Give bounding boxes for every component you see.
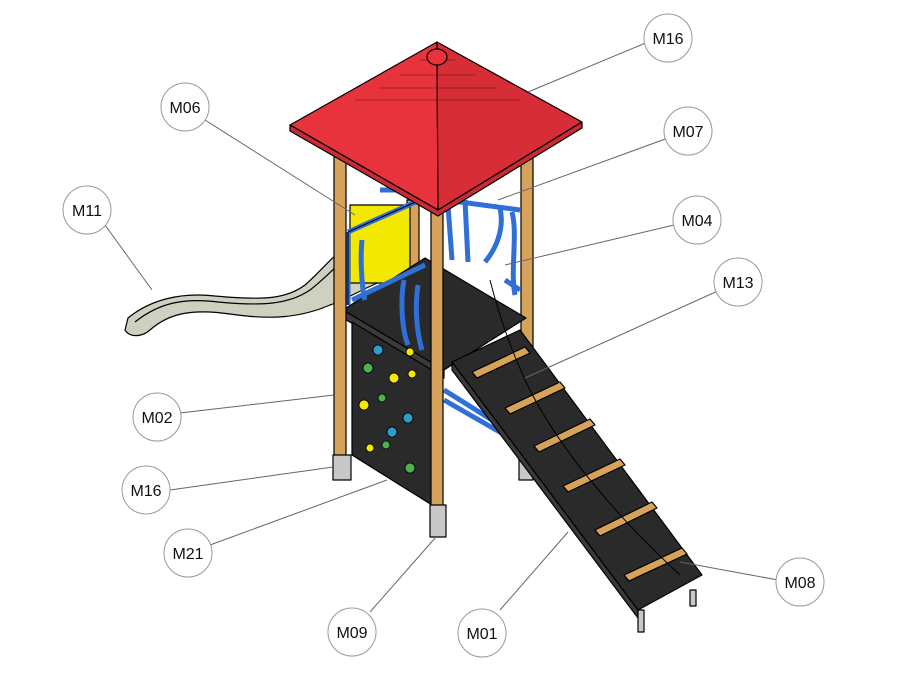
leader-m16-bottom — [169, 466, 334, 491]
leader-m06 — [204, 119, 356, 216]
callout-label: M01 — [466, 626, 497, 643]
rail-right — [444, 197, 522, 296]
callout-m11: M11 — [62, 185, 112, 235]
leader-m01 — [499, 531, 569, 611]
leader-m07 — [497, 137, 669, 201]
leader-m11 — [104, 224, 153, 291]
callout-label: M21 — [172, 546, 203, 563]
leader-m13 — [524, 289, 721, 379]
callout-m01: M01 — [457, 608, 507, 658]
post-foot-front-left — [332, 454, 352, 481]
ramp — [451, 329, 703, 633]
callout-label: M06 — [169, 100, 200, 117]
leader-lines — [104, 41, 779, 613]
roof-front-edge — [289, 121, 583, 217]
roof-finial — [426, 48, 448, 66]
callout-m04: M04 — [672, 195, 722, 245]
callout-label: M11 — [72, 203, 102, 220]
climbing-holds — [358, 344, 417, 474]
callout-label: M16 — [652, 31, 683, 48]
callout-m21: M21 — [163, 528, 213, 578]
tower-structure — [124, 41, 703, 633]
roof — [289, 41, 583, 217]
leader-m21 — [209, 479, 388, 546]
callout-m06: M06 — [160, 82, 210, 132]
callout-m16-bottom: M16 — [121, 465, 171, 515]
callout-m08: M08 — [775, 557, 825, 607]
callout-m09: M09 — [327, 607, 377, 657]
leader-m02 — [179, 394, 335, 414]
rail-left-outline — [347, 199, 421, 305]
ramp-foot-right — [689, 589, 697, 607]
leader-m04 — [504, 224, 675, 266]
callout-m16-top: M16 — [643, 13, 693, 63]
callouts: M16 M06 M07 M11 M04 M13 M02 M16 — [62, 13, 825, 658]
roof-left-face — [289, 41, 439, 211]
callout-label: M16 — [130, 483, 161, 500]
callout-m13: M13 — [713, 257, 763, 307]
callout-label: M04 — [681, 213, 712, 230]
post-front-left — [333, 154, 347, 466]
leader-m16-top — [527, 41, 649, 93]
callout-label: M02 — [141, 410, 172, 427]
leader-m09 — [369, 536, 437, 613]
leader-m08 — [679, 561, 779, 581]
post-front-right — [430, 209, 444, 511]
callout-label: M09 — [336, 625, 367, 642]
callout-m02: M02 — [132, 392, 182, 442]
roof-right-face — [436, 41, 583, 211]
callout-label: M07 — [672, 124, 703, 141]
rope — [489, 279, 681, 576]
callout-m07: M07 — [663, 106, 713, 156]
callout-label: M13 — [722, 275, 753, 292]
callout-label: M08 — [784, 575, 815, 592]
ramp-cleats — [471, 346, 688, 582]
post-foot-front-right — [429, 504, 447, 538]
ramp-foot-left — [637, 609, 645, 633]
